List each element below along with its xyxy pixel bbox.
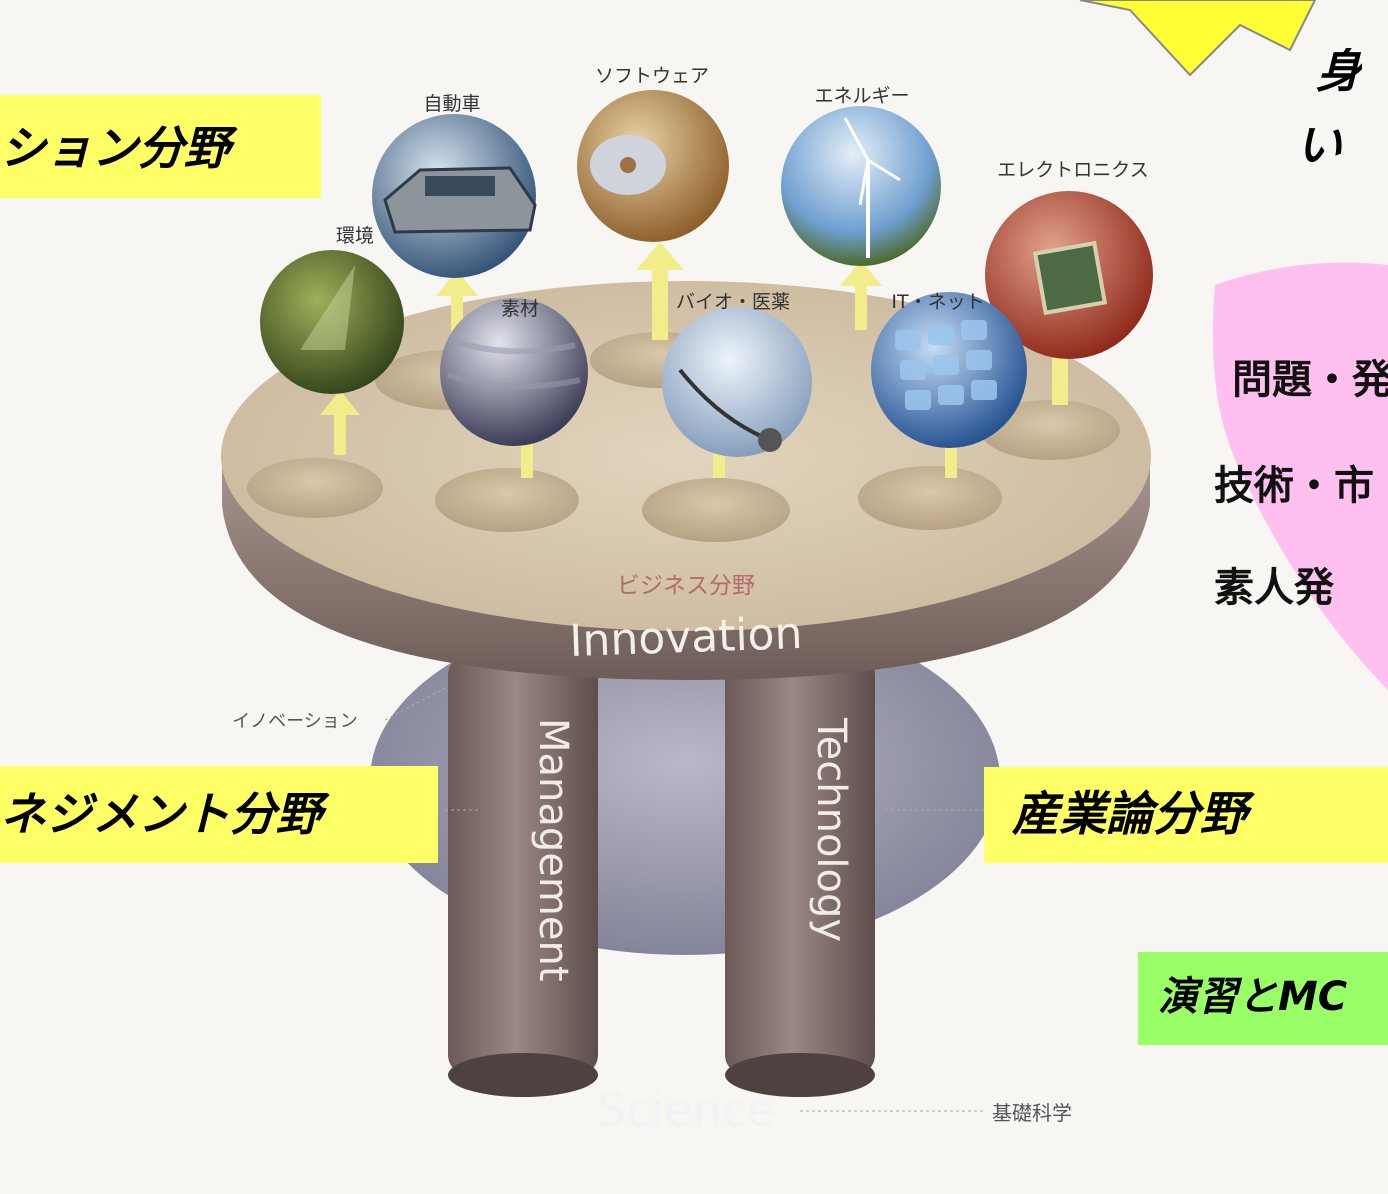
science-word: Science bbox=[597, 1083, 775, 1137]
innovation-jp-label: イノベーション bbox=[232, 711, 358, 732]
industry-field-callout: 産業論分野 bbox=[984, 767, 1388, 863]
starburst-text-line2: い bbox=[1296, 122, 1342, 168]
management-field-callout: ネジメント分野 bbox=[0, 766, 438, 863]
sphere-bio bbox=[662, 307, 812, 457]
innovation-word: Innovation bbox=[569, 608, 804, 667]
pink-line-problem: 問題・発 bbox=[1232, 357, 1388, 403]
management-word: Management bbox=[530, 718, 576, 982]
platform-hollow bbox=[642, 478, 790, 542]
label-bio: バイオ・医薬 bbox=[676, 291, 790, 313]
business-field-label: ビジネス分野 bbox=[617, 573, 755, 599]
arrow-up-icon bbox=[636, 242, 684, 340]
innovation-field-callout: ション分野 bbox=[0, 95, 321, 198]
label-energy: エネルギー bbox=[814, 85, 909, 107]
technology-word: Technology bbox=[808, 717, 854, 942]
technology-pillar-foot bbox=[725, 1053, 875, 1097]
technology-column bbox=[725, 655, 875, 1075]
label-environment: 環境 bbox=[336, 225, 374, 247]
sphere-material bbox=[440, 298, 588, 446]
platform-hollow bbox=[435, 468, 579, 532]
pink-line-technology: 技術・市 bbox=[1214, 463, 1374, 509]
label-software: ソフトウェア bbox=[595, 65, 709, 87]
industry-field-text: 産業論分野 bbox=[1012, 787, 1247, 842]
platform-hollow bbox=[247, 458, 383, 518]
arrow-up-icon bbox=[840, 260, 882, 330]
pink-line-amateur: 素人発 bbox=[1214, 565, 1334, 611]
exercise-callout: 演習とMC bbox=[1138, 952, 1388, 1045]
material-sphere-icon bbox=[440, 298, 588, 446]
sphere-it bbox=[871, 292, 1027, 448]
base-science-jp-label: 基礎科学 bbox=[992, 1101, 1072, 1125]
label-car: 自動車 bbox=[423, 93, 480, 115]
sphere-environment bbox=[260, 250, 404, 394]
management-column bbox=[448, 655, 598, 1075]
management-pillar-foot bbox=[448, 1053, 598, 1097]
sphere-car bbox=[372, 114, 537, 278]
stethoscope-sphere-icon bbox=[662, 307, 812, 457]
wind-turbine-sphere-icon bbox=[781, 106, 941, 266]
exercise-text: 演習とMC bbox=[1158, 974, 1348, 1020]
starburst-callout bbox=[1079, 0, 1317, 77]
sphere-electronics bbox=[985, 191, 1153, 359]
management-field-text: ネジメント分野 bbox=[0, 787, 322, 841]
label-material: 素材 bbox=[501, 298, 539, 320]
pink-callout-shape bbox=[1212, 262, 1388, 690]
starburst-text-line1: 身 bbox=[1316, 48, 1362, 94]
arrow-up-icon bbox=[436, 270, 478, 355]
leader-line bbox=[384, 687, 446, 721]
label-it: IT・ネット bbox=[891, 291, 984, 313]
arrow-up-icon bbox=[320, 390, 360, 455]
platform-hollow bbox=[980, 400, 1120, 460]
sphere-energy bbox=[781, 106, 941, 266]
label-electronics: エレクトロニクス bbox=[997, 159, 1148, 181]
sphere-software bbox=[577, 90, 729, 242]
innovation-field-text: ション分野 bbox=[0, 121, 230, 175]
platform-hollow bbox=[858, 466, 1002, 530]
